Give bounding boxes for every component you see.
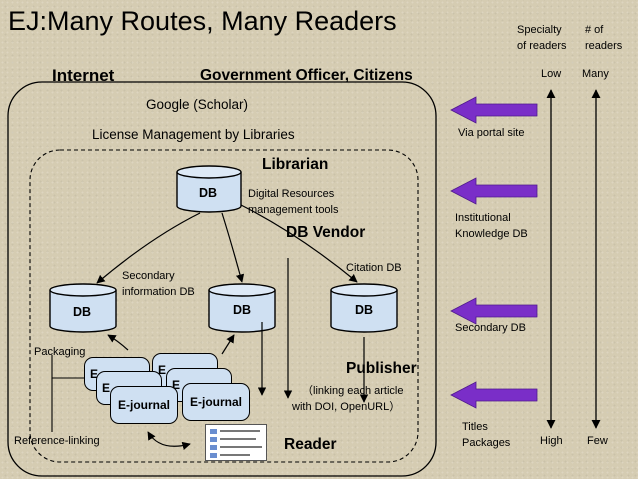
- arrow-ejournal-to-left-db: [107, 334, 129, 351]
- secondary-info-label-line2: information DB: [122, 286, 195, 298]
- route-secondary-label: Secondary DB: [455, 322, 526, 334]
- db-cylinder-right: [330, 283, 398, 333]
- route-arrow-portal: [450, 96, 538, 124]
- route-institutional-label-line1: Institutional: [455, 212, 511, 224]
- page-title: EJ:Many Routes, Many Readers: [8, 6, 397, 36]
- route-arrow-secondary: [450, 297, 538, 325]
- reader-label: Reader: [284, 436, 337, 453]
- reference-link-arrow-left: [147, 431, 191, 451]
- reader-document-thumbnail: [205, 424, 267, 461]
- ejournal-front-left: E-journal: [110, 386, 178, 424]
- citation-db-label: Citation DB: [346, 262, 402, 274]
- government-label: Government Officer, Citizens: [200, 67, 413, 84]
- ejournal-label: E: [171, 378, 180, 392]
- route-portal-label: Via portal site: [458, 127, 525, 139]
- arrow-main-to-middle: [221, 212, 245, 283]
- publisher-label: Publisher: [346, 360, 417, 377]
- license-label: License Management by Libraries: [92, 127, 295, 142]
- db-right-label: DB: [355, 303, 374, 317]
- linking-label-line2: with DOI, OpenURL）: [292, 401, 401, 413]
- db-main-label: DB: [199, 186, 218, 200]
- arrow-main-to-right: [240, 204, 358, 283]
- route-arrow-institutional: [450, 177, 538, 205]
- specialty-low-label: Low: [541, 68, 562, 80]
- internet-boundary: [7, 81, 437, 477]
- license-boundary: [29, 149, 419, 463]
- route-institutional-label-line2: Knowledge DB: [455, 228, 528, 240]
- readers-many-label: Many: [582, 68, 609, 80]
- ejournal-front-right: E-journal: [182, 383, 250, 421]
- specialty-high-label: High: [540, 435, 563, 447]
- db-cylinder-middle: [208, 283, 276, 333]
- db-middle-label: DB: [233, 303, 252, 317]
- db-cylinder-left: [49, 283, 117, 333]
- internet-label: Internet: [52, 66, 115, 85]
- google-label: Google (Scholar): [146, 97, 249, 112]
- arrow-main-to-left: [96, 212, 201, 284]
- digital-resources-label-line1: Digital Resources: [248, 188, 335, 200]
- reference-linking-label: Reference-linking: [14, 435, 100, 447]
- readers-few-label: Few: [587, 435, 608, 447]
- route-arrow-titles: [450, 381, 538, 409]
- route-titles-label-line1: Titles: [462, 421, 488, 433]
- ejournal-label: E: [101, 381, 110, 395]
- ejournal-label: E-journal: [189, 395, 242, 409]
- db-left-label: DB: [73, 305, 92, 319]
- librarian-label: Librarian: [262, 156, 329, 173]
- readers-heading-line1: # of: [585, 24, 604, 36]
- ejournal-label: E: [89, 367, 98, 381]
- digital-resources-label-line2: management tools: [248, 204, 339, 216]
- db-vendor-label: DB Vendor: [286, 224, 366, 241]
- ejournal-label: E: [157, 363, 166, 377]
- db-cylinder-main: [176, 165, 242, 213]
- arrow-ejournal-to-middle-db: [221, 334, 235, 355]
- linking-label-line1: （linking each article: [302, 385, 404, 397]
- route-titles-label-line2: Packages: [462, 437, 511, 449]
- specialty-heading-line1: Specialty: [517, 24, 562, 36]
- ejournal-label: E-journal: [117, 398, 170, 412]
- specialty-heading-line2: of readers: [517, 40, 567, 52]
- secondary-info-label-line1: Secondary: [122, 270, 175, 282]
- readers-heading-line2: readers: [585, 40, 623, 52]
- packaging-label: Packaging: [34, 346, 86, 358]
